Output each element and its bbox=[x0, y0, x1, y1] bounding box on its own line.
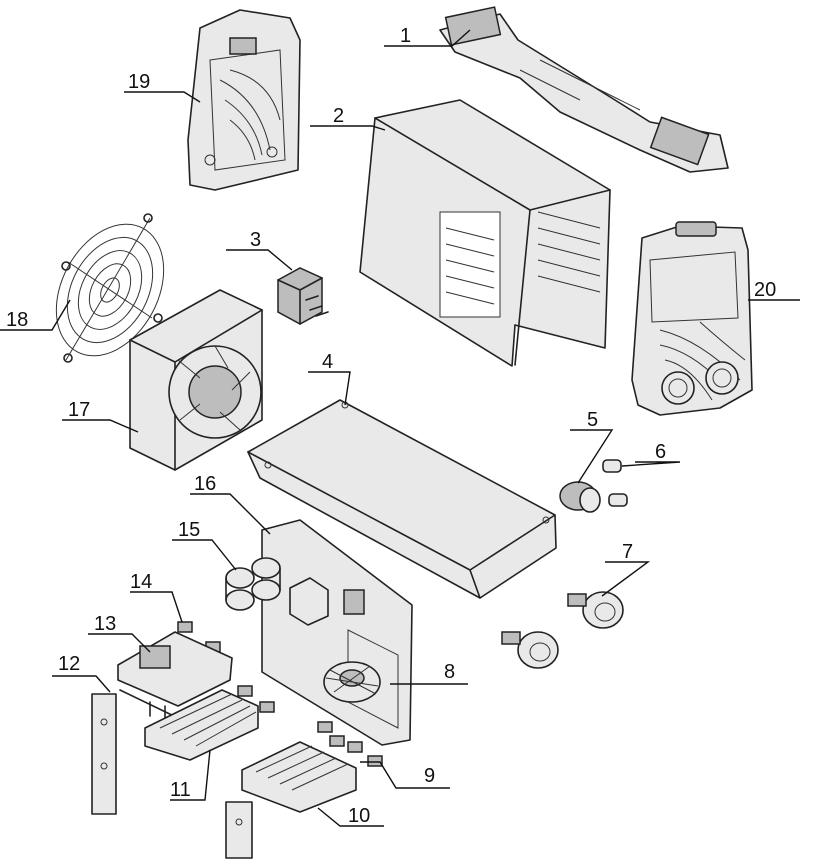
part-insulator-bars bbox=[91, 693, 253, 859]
part-power-transistors bbox=[317, 721, 383, 767]
label-15: 15 bbox=[178, 519, 200, 541]
part-main-pcb bbox=[261, 519, 413, 746]
part-top-cover bbox=[359, 99, 611, 367]
label-17: 17 bbox=[68, 399, 90, 421]
label-10: 10 bbox=[348, 805, 370, 827]
part-capacitors bbox=[225, 557, 281, 611]
part-pcb-components bbox=[289, 577, 365, 626]
part-fan bbox=[129, 289, 263, 471]
part-toroid bbox=[323, 661, 381, 703]
part-labels: 1 2 3 4 5 6 7 8 9 10 11 12 13 14 15 16 1… bbox=[6, 25, 776, 827]
part-power-switch bbox=[277, 267, 329, 325]
part-heatsink-10 bbox=[241, 741, 357, 813]
part-heatsink-11 bbox=[144, 689, 259, 761]
label-5: 5 bbox=[587, 409, 598, 431]
label-2: 2 bbox=[333, 105, 344, 127]
part-rear-panel bbox=[187, 9, 301, 191]
label-13: 13 bbox=[94, 613, 116, 635]
label-6: 6 bbox=[655, 441, 666, 463]
label-9: 9 bbox=[424, 765, 435, 787]
part-strap bbox=[439, 6, 729, 173]
label-7: 7 bbox=[622, 541, 633, 563]
label-19: 19 bbox=[128, 71, 150, 93]
label-18: 18 bbox=[6, 309, 28, 331]
label-14: 14 bbox=[130, 571, 152, 593]
part-base-tray bbox=[247, 399, 557, 599]
label-1: 1 bbox=[400, 25, 411, 47]
label-11: 11 bbox=[170, 779, 191, 801]
part-indicators bbox=[602, 459, 628, 507]
label-20: 20 bbox=[754, 279, 776, 301]
part-output-sockets bbox=[501, 591, 624, 669]
label-8: 8 bbox=[444, 661, 455, 683]
part-front-panel bbox=[631, 221, 753, 416]
label-16: 16 bbox=[194, 473, 216, 495]
label-12: 12 bbox=[58, 653, 80, 675]
part-fan-guard bbox=[55, 213, 165, 363]
label-4: 4 bbox=[322, 351, 333, 373]
part-knob bbox=[559, 481, 601, 513]
label-3: 3 bbox=[250, 229, 261, 251]
leader-lines bbox=[0, 29, 800, 827]
part-rectifier-heatsink bbox=[117, 631, 233, 731]
